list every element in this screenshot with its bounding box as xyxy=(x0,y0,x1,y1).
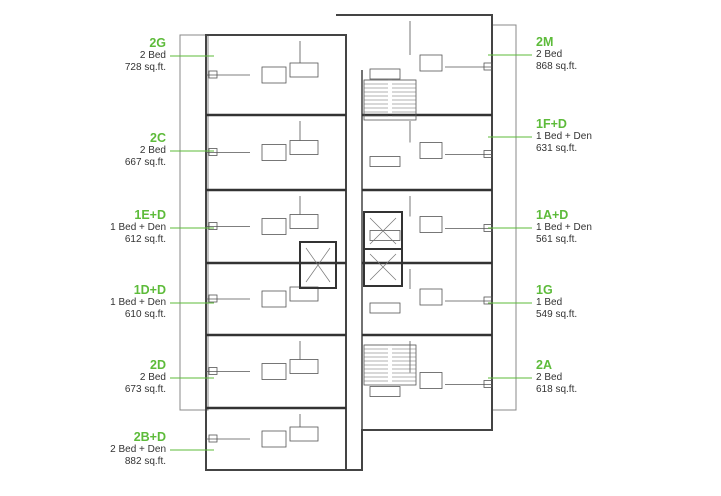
unit-code: 1A+D xyxy=(536,208,569,222)
unit-code: 1F+D xyxy=(536,117,567,131)
balcony-left xyxy=(179,34,209,411)
bathroom xyxy=(419,288,443,306)
bathroom xyxy=(419,216,443,233)
kitchen xyxy=(289,426,319,442)
unit-code: 1G xyxy=(536,283,553,297)
unit-area: 612 sq.ft. xyxy=(124,233,166,245)
kitchen xyxy=(369,230,401,241)
window-unit xyxy=(208,148,218,156)
left-wing-outline xyxy=(205,34,347,471)
unit-type: 2 Bed xyxy=(139,372,166,383)
kitchen xyxy=(289,359,319,374)
balcony-right xyxy=(491,24,517,411)
unit-area: 631 sq.ft. xyxy=(536,142,578,154)
unit-area: 610 sq.ft. xyxy=(124,308,166,320)
kitchen xyxy=(289,286,319,302)
kitchen xyxy=(369,156,401,167)
unit-code: 2A xyxy=(536,358,552,372)
bathroom xyxy=(261,430,287,448)
kitchen xyxy=(369,68,401,80)
window-unit xyxy=(483,150,493,158)
unit-code: 2G xyxy=(149,36,166,50)
kitchen xyxy=(289,140,319,155)
bathroom xyxy=(419,142,443,159)
unit-type: 2 Bed xyxy=(139,145,166,156)
window-unit xyxy=(483,62,493,71)
unit-area: 549 sq.ft. xyxy=(536,308,578,320)
unit-type: 2 Bed + Den xyxy=(110,444,166,455)
window-unit xyxy=(483,380,493,388)
elevator xyxy=(299,241,337,289)
window-unit xyxy=(208,294,218,303)
window-unit xyxy=(483,296,493,305)
unit-type: 1 Bed xyxy=(536,297,563,308)
unit-type: 2 Bed xyxy=(536,49,563,60)
window-unit xyxy=(208,222,218,230)
bathroom xyxy=(261,218,287,235)
unit-code: 2M xyxy=(536,35,554,49)
unit-type: 2 Bed xyxy=(139,50,166,61)
bathroom xyxy=(419,372,443,389)
bathroom xyxy=(261,363,287,380)
unit-type: 1 Bed + Den xyxy=(110,222,166,233)
unit-type: 2 Bed xyxy=(536,372,563,383)
bathroom xyxy=(261,66,287,84)
unit-area: 667 sq.ft. xyxy=(124,156,166,168)
elevator-cross-marks xyxy=(305,217,397,283)
unit-area: 561 sq.ft. xyxy=(536,233,578,245)
unit-area: 868 sq.ft. xyxy=(536,60,578,72)
unit-area: 728 sq.ft. xyxy=(124,61,166,73)
unit-code: 2C xyxy=(150,131,166,145)
unit-type: 1 Bed + Den xyxy=(536,222,592,233)
kitchen xyxy=(289,214,319,229)
kitchen xyxy=(369,302,401,314)
bathroom xyxy=(419,54,443,72)
unit-code: 1E+D xyxy=(134,208,166,222)
unit-area: 673 sq.ft. xyxy=(124,383,166,395)
unit-area: 882 sq.ft. xyxy=(124,455,166,467)
unit-code: 2D xyxy=(150,358,166,372)
bathroom xyxy=(261,144,287,161)
bathroom xyxy=(261,290,287,308)
unit-code: 2B+D xyxy=(133,430,166,444)
unit-code: 1D+D xyxy=(133,283,166,297)
unit-area: 618 sq.ft. xyxy=(536,383,578,395)
window-unit xyxy=(208,367,218,375)
kitchen xyxy=(289,62,319,78)
window-unit xyxy=(208,70,218,79)
window-unit xyxy=(208,434,218,443)
unit-type: 1 Bed + Den xyxy=(536,131,592,142)
kitchen xyxy=(369,386,401,397)
unit-type: 1 Bed + Den xyxy=(110,297,166,308)
right-wing-outline xyxy=(336,14,493,471)
